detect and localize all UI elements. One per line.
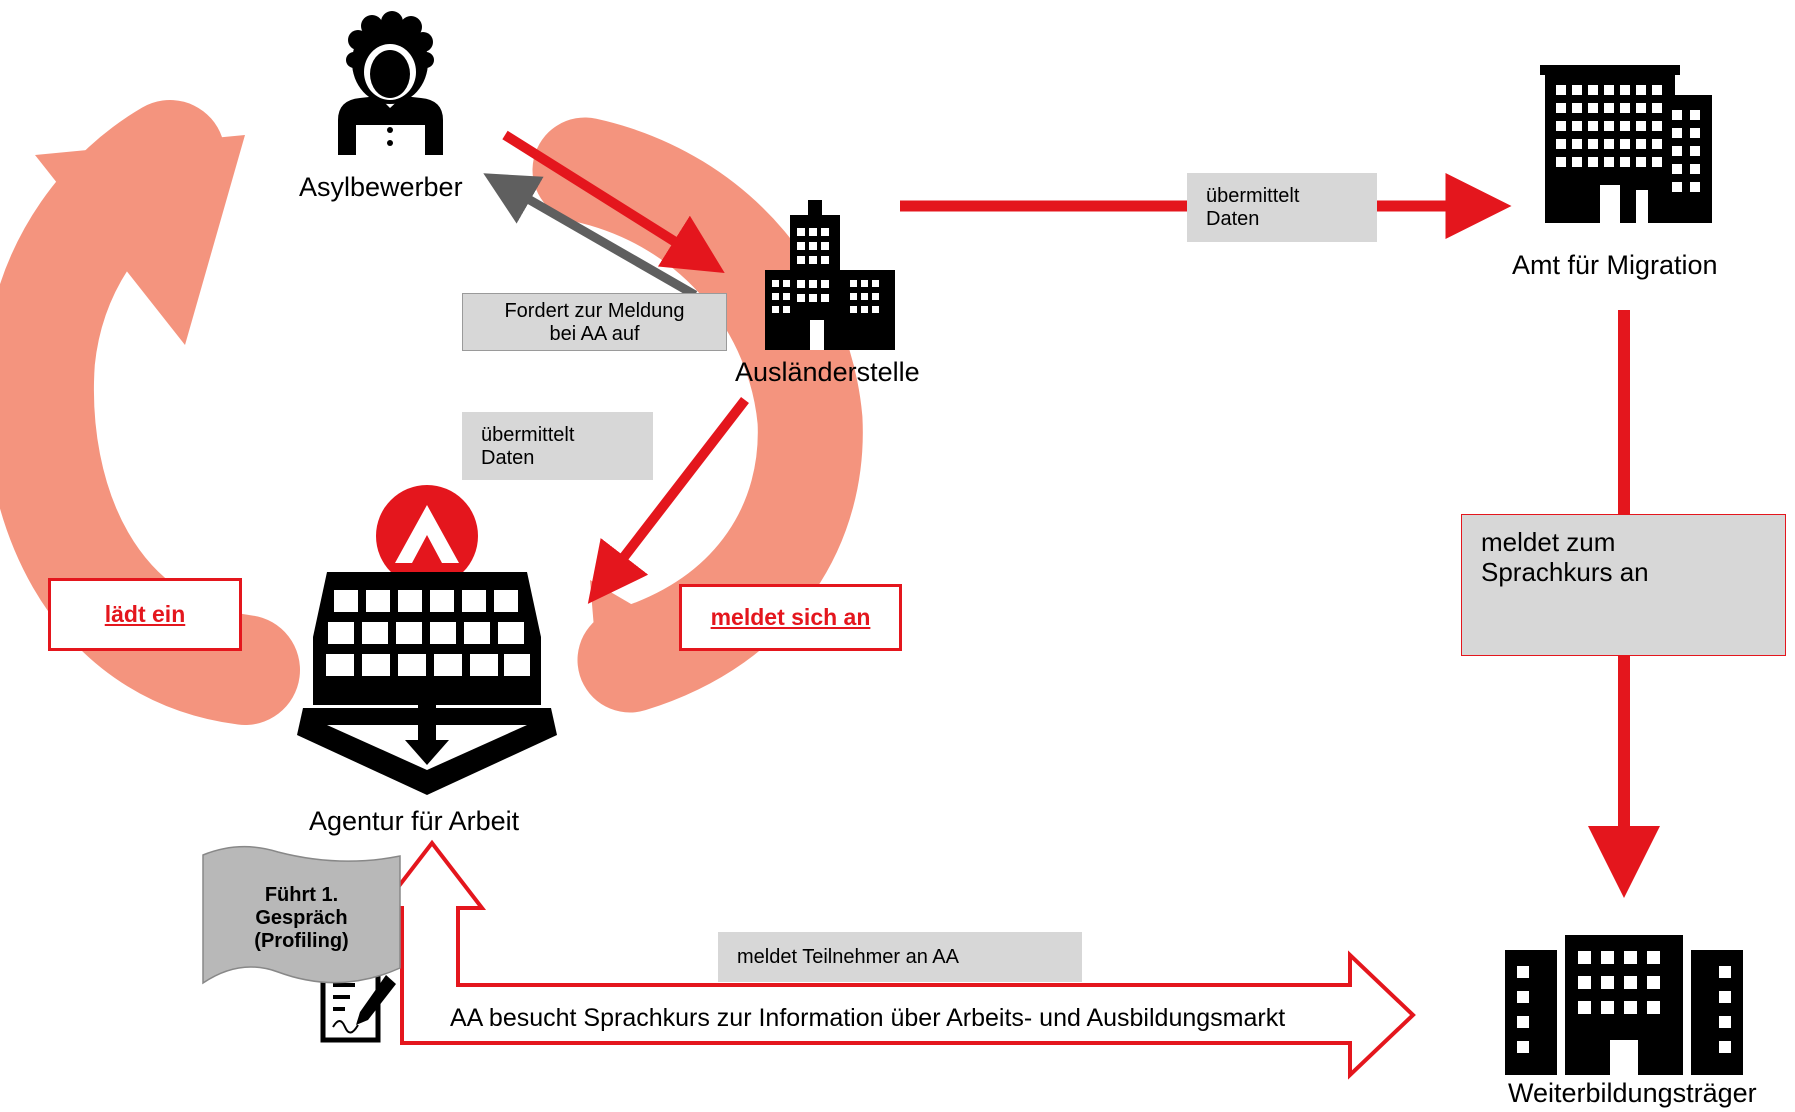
apartment-icon: [1505, 935, 1743, 1075]
label-box-teilnehmer: meldet Teilnehmer an AA: [718, 932, 1082, 982]
office-building-icon: [765, 200, 895, 350]
label-box-fordert: Fordert zur Meldung bei AA auf: [462, 293, 727, 351]
label-gespraech-1: Führt 1.: [264, 884, 339, 906]
label-text: Fordert zur Meldung: [504, 300, 685, 322]
label-text: meldet Teilnehmer an AA: [737, 946, 959, 968]
highrise-building-icon: [1540, 65, 1712, 223]
person-icon: [338, 11, 443, 155]
label-box-uebermittelt-mid: übermittelt Daten: [462, 412, 653, 480]
node-label-weiterbildung: Weiterbildungsträger: [1508, 1078, 1757, 1108]
label-text: meldet sich an: [710, 604, 871, 630]
label-text: Sprachkurs an: [1481, 557, 1649, 587]
label-gespraech-2: Gespräch: [255, 907, 348, 929]
document-shape: [202, 845, 401, 985]
label-meldet-sich-an: meldet sich an: [679, 584, 902, 651]
node-label-agentur: Agentur für Arbeit: [309, 806, 520, 836]
label-text: übermittelt: [1206, 185, 1300, 207]
agentur-logo-icon: [297, 485, 557, 795]
label-gespraech-3: (Profiling): [254, 930, 349, 952]
label-text: meldet zum: [1481, 527, 1616, 557]
label-text: lädt ein: [104, 601, 186, 627]
node-label-amt-migration: Amt für Migration: [1512, 250, 1718, 280]
label-besucht: AA besucht Sprachkurs zur Information üb…: [450, 1004, 1286, 1032]
node-label-auslaenderstelle: Ausländerstelle: [735, 357, 920, 387]
arrow-auslaender-to-asyl: [483, 173, 698, 299]
label-box-uebermittelt-top: übermittelt Daten: [1187, 173, 1377, 242]
label-laedt-ein: lädt ein: [48, 578, 242, 651]
label-text: übermittelt: [481, 424, 575, 446]
arrow-auslaender-to-agentur: [587, 396, 749, 604]
label-text: bei AA auf: [549, 323, 640, 345]
label-text: Daten: [481, 447, 535, 469]
node-label-asylbewerber: Asylbewerber: [299, 172, 463, 202]
arrow-asyl-to-auslaender: [502, 130, 725, 273]
label-box-sprachkurs: meldet zum Sprachkurs an: [1461, 514, 1786, 656]
label-text: Daten: [1206, 208, 1260, 230]
